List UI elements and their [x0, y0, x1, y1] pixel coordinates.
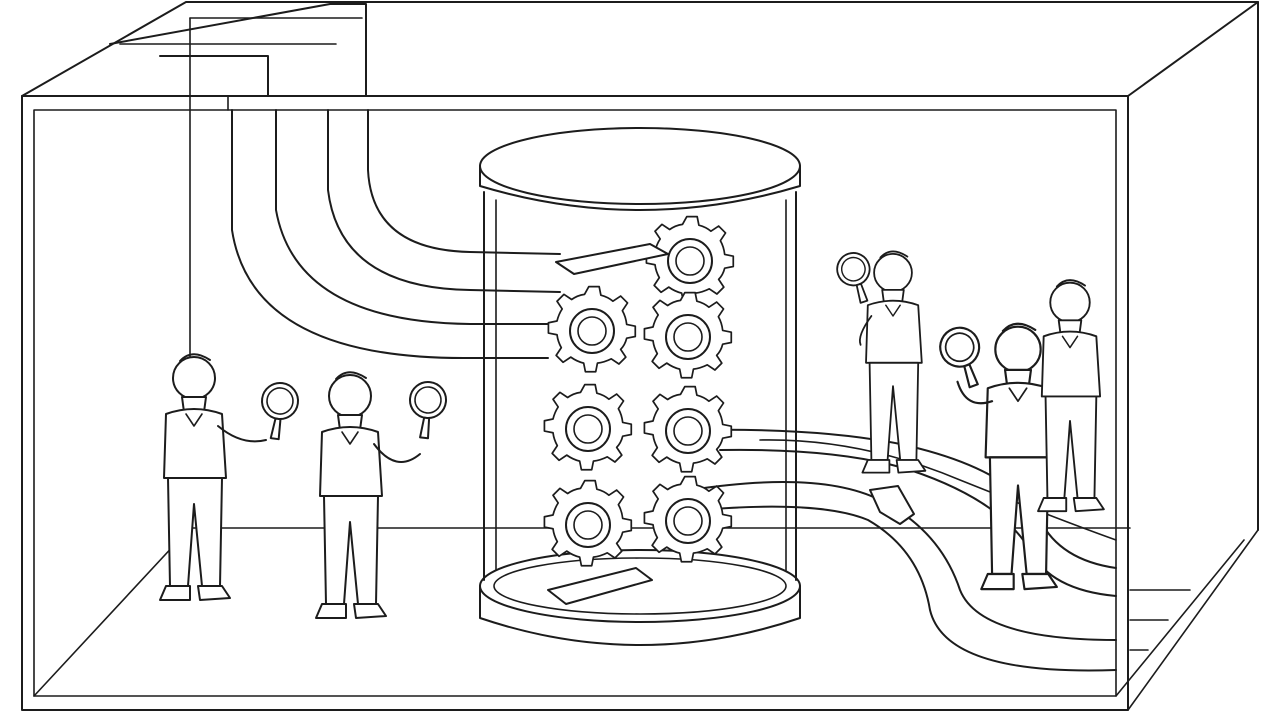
paper-sheet: [547, 567, 653, 605]
gear-icon: [547, 285, 637, 373]
gear-icon: [643, 475, 733, 563]
gear-icon: [645, 215, 735, 303]
gear-icon: [643, 291, 733, 379]
paper-sheet: [555, 243, 669, 275]
gear-icon: [543, 383, 633, 471]
duct-structure: [109, 3, 367, 529]
gear-stack: [543, 215, 735, 605]
input-pipes: [231, 109, 561, 360]
magnifying-glass-icon: [405, 379, 449, 441]
person-left-2: [315, 371, 449, 619]
magnifying-glass-icon: [933, 321, 994, 394]
person-right-1: [832, 247, 927, 474]
person-right-3: [1037, 279, 1105, 513]
magnifying-glass-icon: [832, 247, 881, 308]
magnifying-glass-icon: [255, 379, 302, 443]
gear-icon: [643, 385, 733, 473]
person-right-2: [933, 321, 1058, 591]
person-left-1: [159, 353, 302, 601]
output-ribbons: [689, 428, 1117, 672]
gear-icon: [543, 479, 633, 567]
cylinder-machine: [479, 127, 801, 646]
